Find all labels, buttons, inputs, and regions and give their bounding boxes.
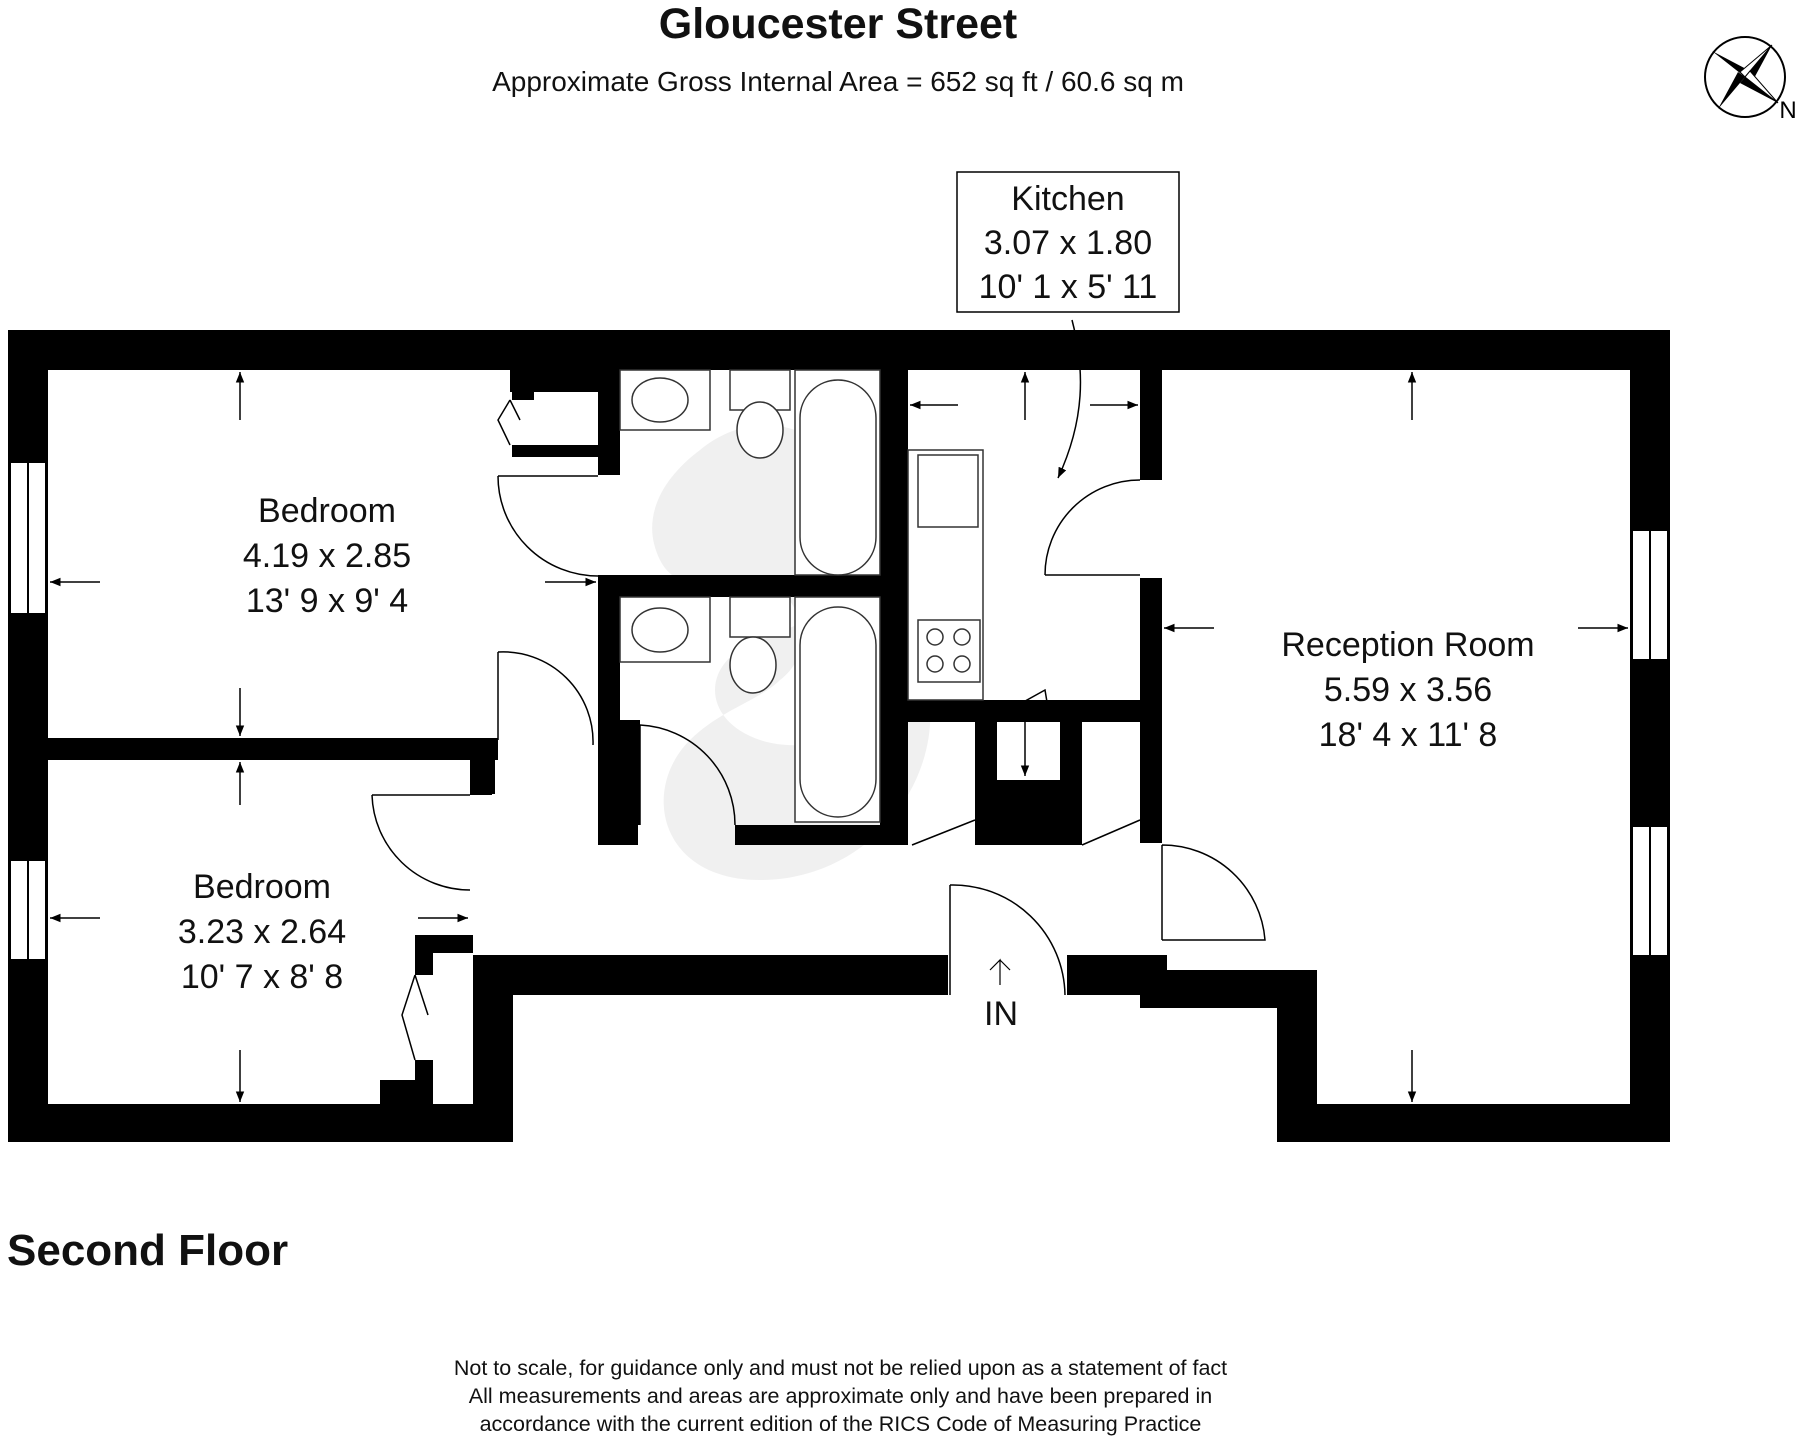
kitchen-imperial: 10' 1 x 5' 11 xyxy=(979,268,1158,306)
door-store-top xyxy=(999,688,1051,721)
dimension-arrows xyxy=(50,319,1628,1102)
kitchen-sink xyxy=(917,454,979,528)
door-entrance xyxy=(949,884,1066,996)
door-stores xyxy=(911,819,1141,846)
kitchen-name: Kitchen xyxy=(1011,180,1124,218)
compass-north-label: N xyxy=(1779,97,1796,124)
bedroom-1-metric: 4.19 x 2.85 xyxy=(243,537,411,575)
bedroom-1-name: Bedroom xyxy=(258,492,396,530)
kitchen-metric: 3.07 x 1.80 xyxy=(984,224,1152,262)
reception-name: Reception Room xyxy=(1281,626,1534,664)
door-reception xyxy=(1161,844,1266,941)
toilet-2-cistern xyxy=(729,596,791,638)
kitchen-fixtures xyxy=(907,449,984,701)
door-bedroom-1-closet xyxy=(497,651,594,746)
bedroom-2-closet-door xyxy=(401,974,429,1061)
reception-imperial: 18' 4 x 11' 8 xyxy=(1319,716,1498,754)
compass-rose-icon xyxy=(1704,36,1786,118)
bathroom-fixtures xyxy=(619,369,881,823)
floor-label: Second Floor xyxy=(7,1226,289,1275)
door-bedroom-1 xyxy=(497,475,599,577)
entrance-arrow-icon xyxy=(989,958,1011,985)
door-bedroom-2 xyxy=(371,794,471,891)
door-bathroom xyxy=(639,724,736,826)
doors xyxy=(371,399,1266,1061)
bedroom-2-imperial: 10' 7 x 8' 8 xyxy=(181,958,343,996)
walls xyxy=(8,330,1670,1142)
area-subtitle: Approximate Gross Internal Area = 652 sq… xyxy=(492,66,1184,97)
windows xyxy=(9,461,1669,961)
disclaimer: Not to scale, for guidance only and must… xyxy=(0,1354,1681,1438)
disclaimer-line-2: All measurements and areas are approxima… xyxy=(468,1384,1213,1408)
door-kitchen xyxy=(1044,479,1141,576)
disclaimer-line-3: accordance with the current edition of t… xyxy=(479,1412,1202,1436)
bedroom-2-metric: 3.23 x 2.64 xyxy=(178,913,346,951)
entrance-label: IN xyxy=(984,995,1018,1033)
bedroom-1-imperial: 13' 9 x 9' 4 xyxy=(246,582,408,620)
plan-title: Gloucester Street xyxy=(658,0,1018,48)
disclaimer-line-1: Not to scale, for guidance only and must… xyxy=(453,1356,1228,1380)
bedroom-1-closet-door xyxy=(497,399,521,446)
reception-metric: 5.59 x 3.56 xyxy=(1324,671,1492,709)
kitchen-label-box xyxy=(956,171,1180,313)
hob xyxy=(917,619,981,683)
bedroom-2-name: Bedroom xyxy=(193,868,331,906)
